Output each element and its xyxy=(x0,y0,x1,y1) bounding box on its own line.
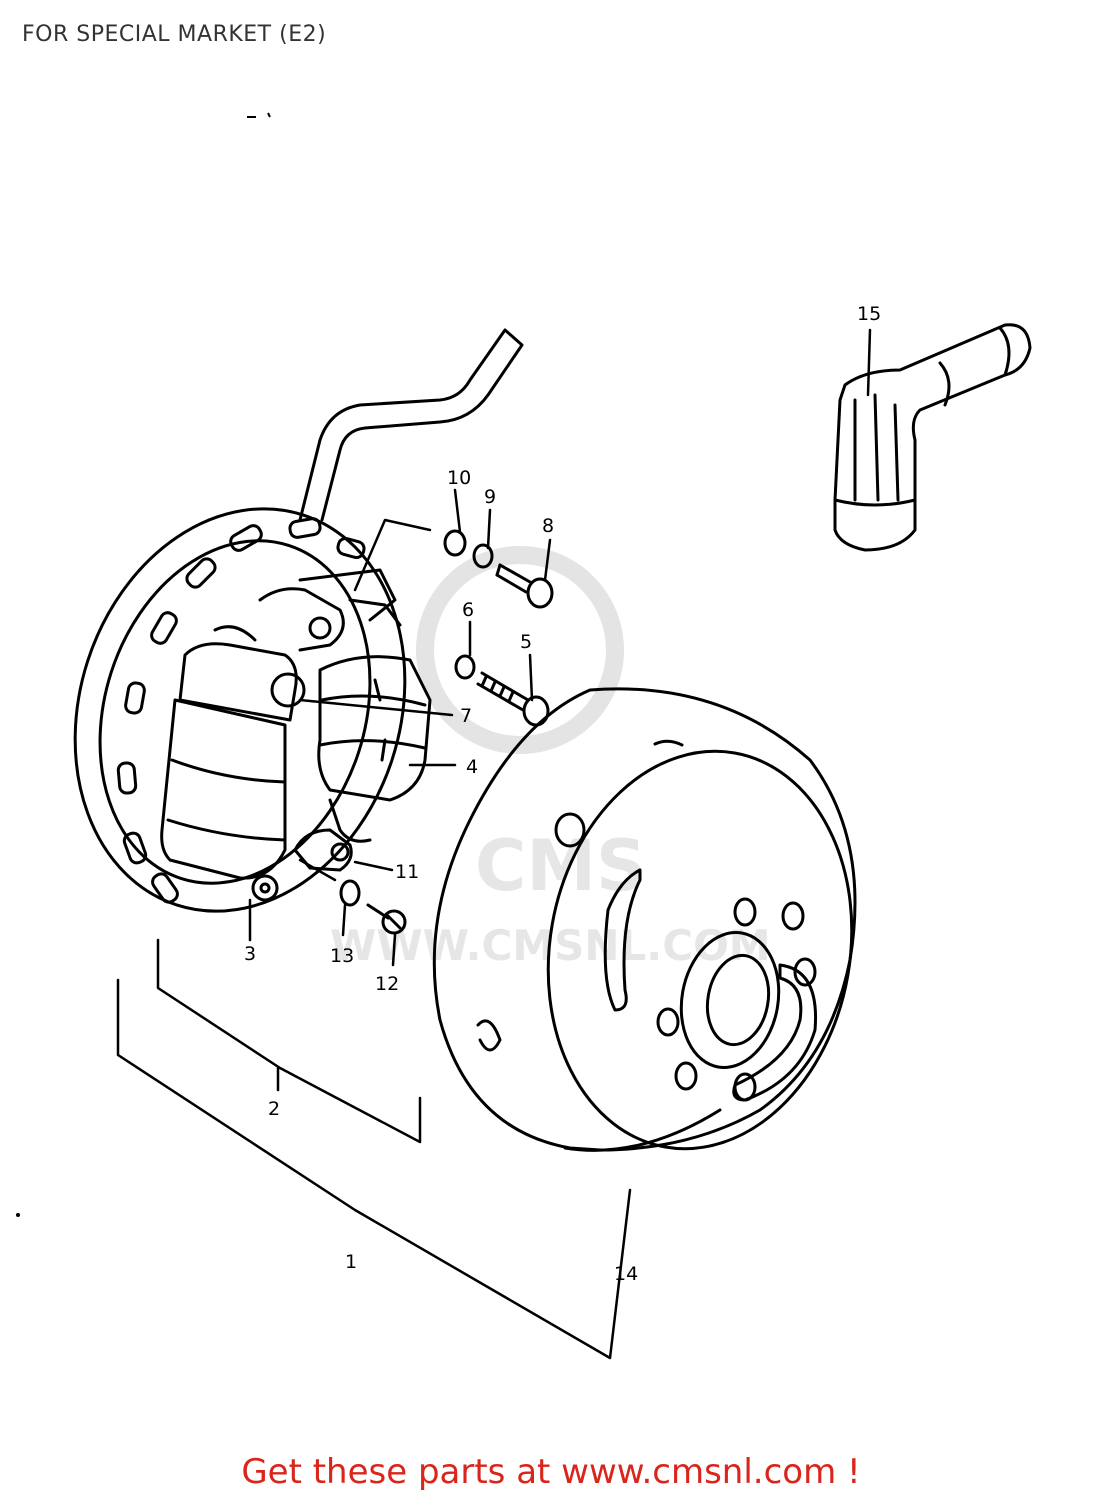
callout-14: 14 xyxy=(614,1263,638,1285)
watermark-logo: CMS xyxy=(475,825,646,907)
callout-4: 4 xyxy=(466,756,478,778)
small-screw-11 xyxy=(293,828,353,872)
stator-wire-lead xyxy=(298,328,524,522)
bolt-5 xyxy=(476,671,550,727)
bracket-part-2 xyxy=(156,938,422,1144)
callout-5: 5 xyxy=(520,631,532,653)
washer-9 xyxy=(472,543,494,569)
callout-15: 15 xyxy=(857,303,881,325)
ignition-coil-lower xyxy=(160,698,287,902)
callout-8: 8 xyxy=(542,515,554,537)
callout-9: 9 xyxy=(484,486,496,508)
flywheel-rotor xyxy=(432,687,857,1152)
callout-labels: 10 9 8 6 5 7 4 11 3 13 12 2 1 14 15 xyxy=(244,303,881,1285)
callout-10: 10 xyxy=(447,467,471,489)
page-title: FOR SPECIAL MARKET (E2) xyxy=(22,22,327,47)
stator-base-plate xyxy=(73,507,407,913)
washer-13 xyxy=(339,879,361,907)
callout-6: 6 xyxy=(462,599,474,621)
speck xyxy=(16,1213,20,1217)
breaker-assembly xyxy=(258,568,402,708)
bracket-part-1 xyxy=(116,978,632,1360)
ignition-coil-upper xyxy=(178,625,298,722)
lighting-coil xyxy=(317,655,432,843)
screw-12 xyxy=(366,903,407,935)
spark-plug-cap xyxy=(833,323,1032,552)
callout-3: 3 xyxy=(244,943,256,965)
callout-11: 11 xyxy=(395,861,419,883)
nut-10 xyxy=(443,529,467,557)
get-parts-link[interactable]: Get these parts at www.cmsnl.com ! xyxy=(241,1452,861,1492)
callout-1: 1 xyxy=(345,1251,357,1273)
callout-7: 7 xyxy=(460,705,472,727)
callout-13: 13 xyxy=(330,945,354,967)
speck xyxy=(247,112,271,118)
leader-lines xyxy=(248,328,872,967)
callout-2: 2 xyxy=(268,1098,280,1120)
washer-6 xyxy=(454,654,476,680)
callout-12: 12 xyxy=(375,973,399,995)
bolt-8 xyxy=(495,563,554,609)
